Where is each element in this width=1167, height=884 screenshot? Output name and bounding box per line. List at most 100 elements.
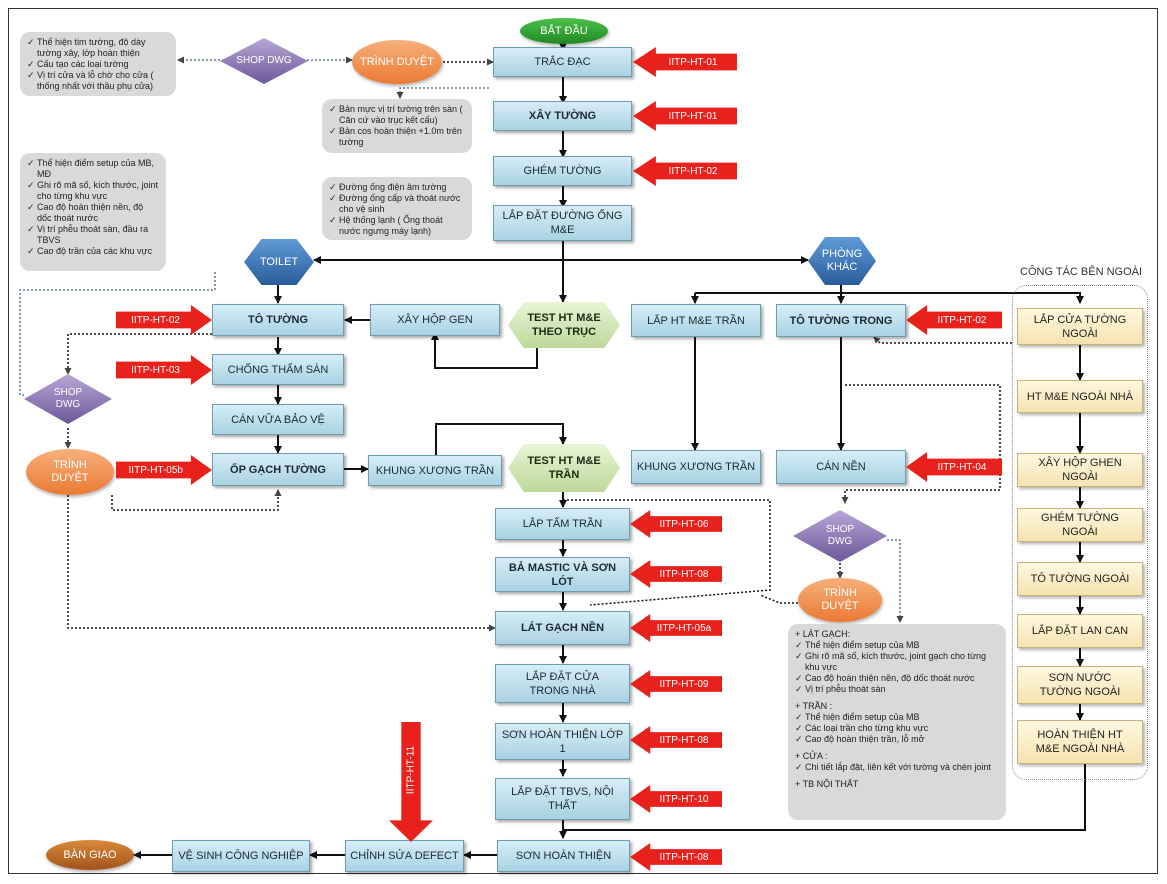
code-arrow-10-label: IITP-HT-08: [659, 568, 709, 580]
note3-item-1: Đường ống điện âm tường: [329, 182, 465, 193]
test-me-truc-label: TEST HT M&E THEO TRỤC: [527, 312, 601, 338]
lap-me-tran-box: LẮP HT M&E TRẦN: [631, 304, 761, 337]
code-arrow-14-label: IITP-HT-10: [659, 793, 709, 805]
start-node: BẮT ĐẦU: [520, 18, 608, 44]
code-arrow-13-label: IITP-HT-08: [659, 734, 709, 746]
op-gach-box: ỐP GẠCH TƯỜNG: [212, 453, 344, 486]
xay-tuong-box: XÂY TƯỜNG: [493, 101, 632, 131]
diagram-frame: [8, 8, 1158, 874]
code-arrow-7-label: IITP-HT-02: [937, 314, 987, 326]
can-nen-label: CÁN NỀN: [816, 461, 866, 473]
trinh-duyet-left: TRÌNH DUYỆT: [26, 449, 114, 495]
code-arrow-15-label: IITP-HT-08: [659, 851, 709, 863]
note1-item-2: Cấu tạo các loại tường: [27, 59, 169, 70]
ve-sinh-label: VỆ SINH CÔNG NGHIỆP: [178, 850, 304, 862]
khung-xuong-2-label: KHUNG XƯƠNG TRẦN: [636, 461, 756, 473]
code-arrow-16-label: IITP-HT-11: [405, 745, 417, 795]
ext-item-7: SƠN NƯỚC TƯỜNG NGOÀI: [1017, 666, 1143, 704]
code-arrow-12-label: IITP-HT-09: [659, 678, 709, 690]
xay-tuong-label: XÂY TƯỜNG: [528, 110, 597, 122]
code-arrow-2-label: IITP-HT-01: [668, 110, 718, 122]
xay-hop-gen-box: XÂY HỘP GEN: [370, 304, 500, 336]
note4-item-1: Thể hiện điểm setup của MB, MĐ: [27, 158, 159, 180]
note5-lat-gach-header: + LÁT GẠCH:: [795, 629, 851, 639]
trac-dac-label: TRẮC ĐẠC: [534, 56, 591, 68]
code-arrow-11-label: IITP-HT-05a: [656, 622, 712, 634]
lap-cua-box: LẮP ĐẶT CỬA TRONG NHÀ: [495, 664, 630, 703]
code-arrow-6-label: IITP-HT-05b: [128, 464, 184, 476]
trinh-duyet-left-label: TRÌNH DUYỆT: [51, 459, 89, 484]
ext-item-8-label: HOÀN THIỆN HT M&E NGOÀI NHÀ: [1035, 729, 1125, 755]
external-work-title: CÔNG TÁC BÊN NGOÀI: [1020, 266, 1143, 278]
can-nen-box: CÁN NỀN: [776, 450, 906, 484]
note-toilet-shop-dwg: Thể hiện điểm setup của MB, MĐ Ghi rõ mã…: [20, 153, 166, 271]
note2-item-2: Bản cos hoàn thiện +1.0m trên tường: [329, 126, 465, 148]
ext-item-4: GHÉM TƯỜNG NGOÀI: [1017, 508, 1143, 542]
note1-item-1: Thể hiện tim tường, độ dày tường xây, lớ…: [27, 37, 169, 59]
note5-tran-item-2: Các loại trần cho từng khu vực: [795, 723, 999, 734]
lap-cua-label: LẮP ĐẶT CỬA TRONG NHÀ: [525, 670, 600, 697]
note5-tran-item-3: Cao độ hoàn thiện trần, lỗ mở: [795, 734, 999, 745]
ba-mastic-label: BẢ MASTIC VÀ SƠN LÓT: [508, 561, 617, 588]
can-vua-box: CÁN VỮA BẢO VỆ: [212, 404, 344, 435]
code-arrow-3-label: IITP-HT-02: [668, 165, 718, 177]
ban-giao-label: BÀN GIAO: [63, 848, 117, 861]
op-gach-label: ỐP GẠCH TƯỜNG: [230, 463, 326, 476]
khung-xuong-1-box: KHUNG XƯƠNG TRẦN: [368, 455, 502, 486]
note5-tb-header: + TB NỘI THẤT: [795, 779, 859, 789]
ext-item-2: HT M&E NGOÀI NHÀ: [1017, 380, 1143, 413]
start-label: BẮT ĐẦU: [540, 24, 588, 37]
trinh-duyet-top-label: TRÌNH DUYỆT: [360, 55, 434, 68]
code-arrow-1-label: IITP-HT-01: [668, 56, 718, 68]
shop-dwg-left-label: SHOP DWG: [53, 387, 83, 410]
test-me-tran-label: TEST HT M&E TRẦN: [527, 455, 601, 481]
note3-item-3: Hệ thống lạnh ( Ống thoát nước ngưng máy…: [329, 215, 465, 237]
son-hoan-thien-label: SƠN HOÀN THIỆN: [515, 850, 612, 862]
chong-tham-box: CHỐNG THẤM SÀN: [212, 354, 344, 385]
to-tuong-box: TÔ TƯỜNG: [212, 304, 344, 336]
note-trac-dac: Bản mực vị trí tường trên sàn ( Căn cứ v…: [322, 99, 472, 153]
chong-tham-label: CHỐNG THẤM SÀN: [227, 363, 329, 376]
note1-item-3: Vị trí cửa và lỗ chờ cho cửa ( thống nhấ…: [27, 70, 169, 92]
can-vua-label: CÁN VỮA BẢO VỆ: [231, 413, 325, 426]
note5-cua-section: + CỬA : Chi tiết lắp đặt, liên kết với t…: [795, 751, 999, 773]
trinh-duyet-right-label: TRÌNH DUYỆT: [821, 587, 859, 612]
note5-lat-gach-section: + LÁT GẠCH: Thể hiện điểm setup của MB G…: [795, 629, 999, 695]
note4-item-5: Cao độ trần của các khu vực: [27, 246, 159, 257]
lap-me-tran-label: LẮP HT M&E TRẦN: [647, 314, 745, 327]
ext-item-1-label: LẮP CỬA TƯỜNG NGOÀI: [1033, 313, 1127, 340]
chinh-sua-box: CHỈNH SỬA DEFECT: [345, 840, 464, 872]
note5-lat-gach-item-2: Ghi rõ mã số, kích thước, joint gạch cho…: [795, 651, 999, 673]
note4-item-2: Ghi rõ mã số, kích thước, joint cho từng…: [27, 180, 159, 202]
note5-cua-item-1: Chi tiết lắp đặt, liên kết với tường và …: [795, 762, 999, 773]
note2-item-1: Bản mực vị trí tường trên sàn ( Căn cứ v…: [329, 104, 465, 126]
trinh-duyet-right: TRÌNH DUYỆT: [798, 578, 882, 622]
ext-item-5-label: TÔ TƯỜNG NGOÀI: [1030, 573, 1130, 585]
code-arrow-9-label: IITP-HT-06: [659, 518, 709, 530]
to-tuong-label: TÔ TƯỜNG: [247, 314, 309, 326]
lap-tbvs-label: LẮP ĐẶT TBVS, NỘI THẤT: [511, 786, 614, 812]
ve-sinh-box: VỆ SINH CÔNG NGHIỆP: [172, 840, 310, 872]
khung-xuong-2-box: KHUNG XƯƠNG TRẦN: [631, 450, 761, 484]
note4-item-3: Cao độ hoàn thiện nền, độ dốc thoát nước: [27, 202, 159, 224]
ext-item-3-label: XÂY HỘP GHEN NGOÀI: [1038, 457, 1122, 483]
toilet-label: TOILET: [259, 255, 299, 268]
note-phong-khac-shop-dwg: + LÁT GẠCH: Thể hiện điểm setup của MB G…: [788, 624, 1006, 820]
code-arrow-8-label: IITP-HT-04: [937, 461, 987, 473]
note5-lat-gach-item-3: Cao độ hoàn thiện nền, độ dốc thoát nước: [795, 673, 999, 684]
note3-item-2: Đường ống cấp và thoát nước cho vệ sinh: [329, 193, 465, 215]
note5-tran-item-1: Thể hiện điểm setup của MB: [795, 712, 999, 723]
to-tuong-trong-box: TÔ TƯỜNG TRONG: [776, 304, 906, 337]
note5-tran-section: + TRẦN : Thể hiện điểm setup của MB Các …: [795, 701, 999, 745]
ext-item-6: LẮP ĐẶT LAN CAN: [1017, 614, 1143, 648]
lap-tam-tran-box: LẮP TẤM TRẦN: [495, 508, 630, 540]
note4-item-4: Vị trí phễu thoát sàn, đầu ra TBVS: [27, 224, 159, 246]
ban-giao-node: BÀN GIAO: [46, 840, 134, 870]
lat-gach-label: LÁT GẠCH NỀN: [520, 622, 605, 634]
chinh-sua-label: CHỈNH SỬA DEFECT: [350, 850, 459, 862]
ext-item-5: TÔ TƯỜNG NGOÀI: [1017, 562, 1143, 596]
note5-lat-gach-item-4: Vị trí phễu thoát sàn: [795, 684, 999, 695]
lat-gach-box: LÁT GẠCH NỀN: [495, 611, 630, 645]
ext-item-8: HOÀN THIỆN HT M&E NGOÀI NHÀ: [1017, 720, 1143, 764]
